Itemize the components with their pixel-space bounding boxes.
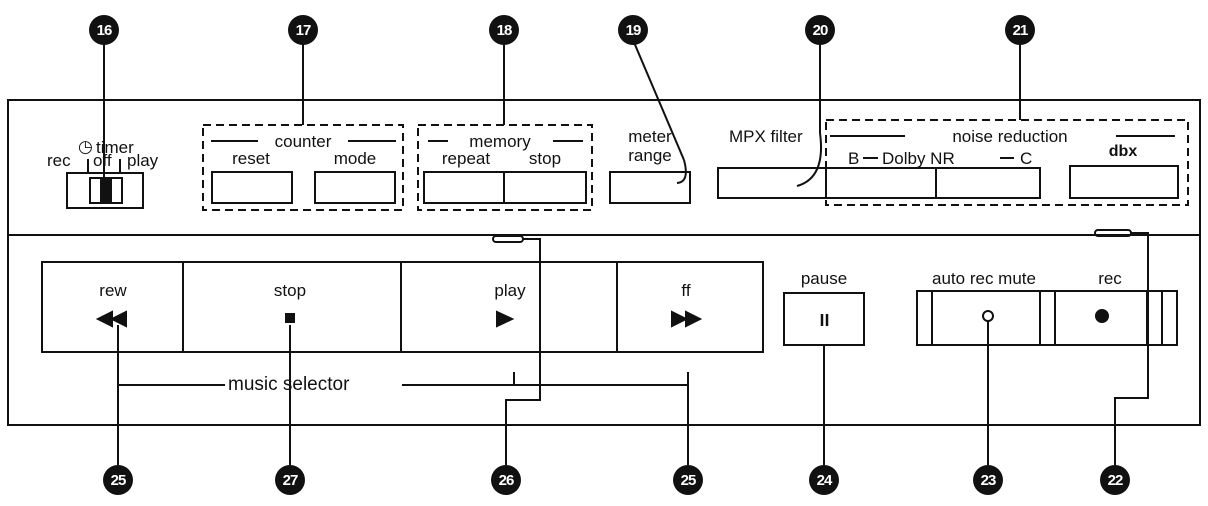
ff-label: ff xyxy=(681,281,691,300)
counter-group-frame xyxy=(202,124,404,211)
timer-label: timer xyxy=(96,138,134,157)
callout-16: 16 xyxy=(89,15,119,45)
noise-reduction-title: noise reduction xyxy=(952,127,1068,146)
callout-19: 19 xyxy=(618,15,648,45)
panel-body xyxy=(7,99,1201,426)
meter-label: meter xyxy=(628,127,672,146)
dolby-nr-label: Dolby NR xyxy=(882,149,955,168)
callout-24: 24 xyxy=(809,465,839,495)
callout-20: 20 xyxy=(805,15,835,45)
counter-reset-button[interactable] xyxy=(211,171,293,204)
timer-rec-label: rec xyxy=(47,151,71,170)
rec-icon xyxy=(1095,309,1109,323)
memory-stop-label: stop xyxy=(528,149,562,168)
timer-play-label: play xyxy=(127,151,159,170)
stop-button[interactable] xyxy=(184,263,400,351)
dbx-logo: dbx xyxy=(1108,143,1138,160)
counter-mode-label: mode xyxy=(333,149,377,168)
callout-21: 21 xyxy=(1005,15,1035,45)
stop-label: stop xyxy=(273,281,307,300)
rec-label: rec xyxy=(1098,269,1122,288)
memory-repeat-label: repeat xyxy=(441,149,491,168)
rec-indicator-lamp xyxy=(1094,229,1132,237)
callout-17: 17 xyxy=(288,15,318,45)
timer-switch-knob xyxy=(100,178,112,203)
pause-button[interactable] xyxy=(783,292,865,346)
rew-label: rew xyxy=(99,281,127,300)
counter-reset-label: reset xyxy=(232,149,270,168)
callout-27: 27 xyxy=(275,465,305,495)
clock-icon: ◷ xyxy=(78,137,93,156)
counter-title: counter xyxy=(274,132,332,151)
noise-reduction-group-frame xyxy=(825,119,1189,206)
auto-rec-mute-button[interactable] xyxy=(933,292,1039,344)
dbx-button[interactable] xyxy=(1069,165,1179,199)
dolby-c-label: C xyxy=(1020,149,1033,168)
meter-range-label: range xyxy=(628,146,672,165)
memory-title: memory xyxy=(469,132,531,151)
callout-25-ff: 25 xyxy=(673,465,703,495)
meter-range-button[interactable] xyxy=(609,171,691,204)
play-button[interactable] xyxy=(402,263,616,351)
callout-25-rew: 25 xyxy=(103,465,133,495)
callout-23: 23 xyxy=(973,465,1003,495)
callout-18: 18 xyxy=(489,15,519,45)
timer-off-label: off xyxy=(93,151,112,170)
rew-button[interactable] xyxy=(43,263,182,351)
ff-button[interactable] xyxy=(618,263,762,351)
mpx-filter-button[interactable] xyxy=(717,167,827,199)
transport-keys-housing xyxy=(41,261,764,353)
counter-mode-button[interactable] xyxy=(314,171,396,204)
mpx-filter-label: MPX filter xyxy=(729,127,803,146)
music-selector-label: music selector xyxy=(228,374,350,395)
rec-buttons-housing xyxy=(916,290,1178,346)
dolby-nr-button-housing xyxy=(825,167,1041,199)
callout-22: 22 xyxy=(1100,465,1130,495)
memory-group-frame xyxy=(417,124,593,211)
callout-26: 26 xyxy=(491,465,521,495)
dolby-b-label: B xyxy=(848,149,860,168)
pause-label: pause xyxy=(800,269,848,288)
play-label: play xyxy=(494,281,526,300)
auto-rec-mute-label: auto rec mute xyxy=(932,269,1036,288)
rec-button[interactable] xyxy=(1056,292,1146,344)
play-indicator-lamp xyxy=(492,235,524,243)
